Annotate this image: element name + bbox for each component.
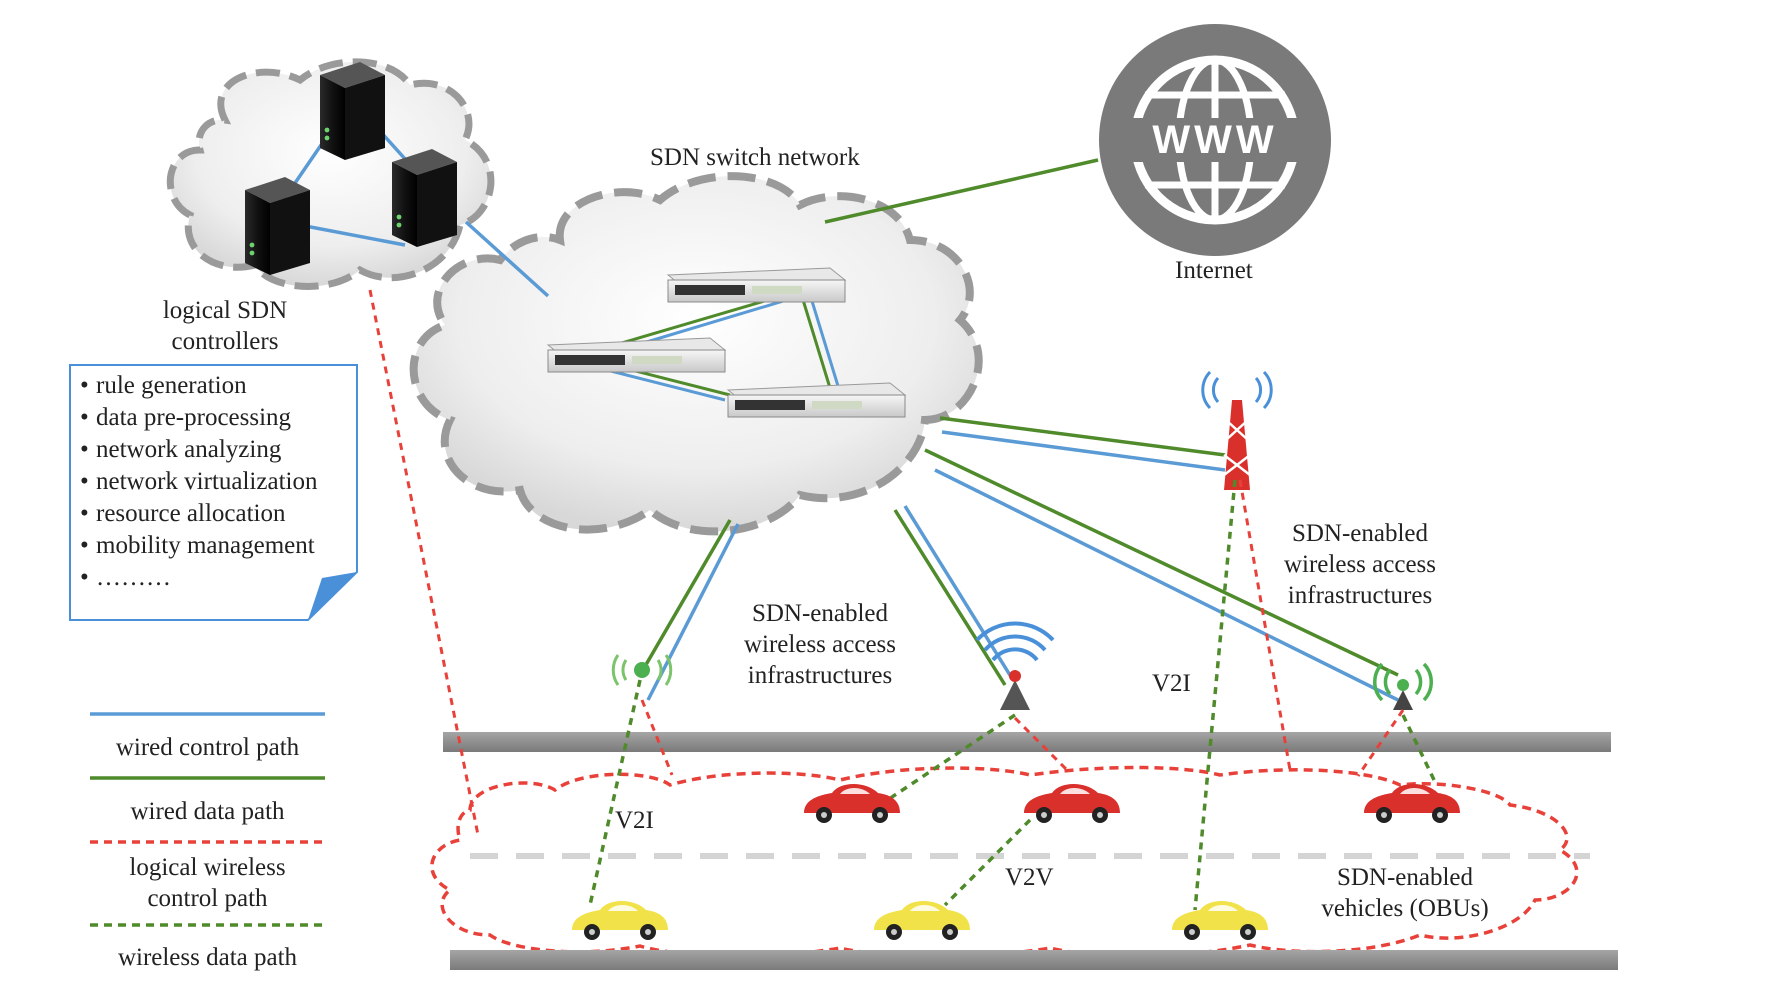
- wired-data-link: [893, 509, 1007, 686]
- function-item: network virtualization: [80, 466, 317, 498]
- server-icon: [320, 62, 385, 160]
- infra-center-line: wireless access: [743, 631, 896, 658]
- wireless-control-paths: [368, 289, 1405, 836]
- wired-data-link: [924, 448, 1399, 677]
- server-icon: [392, 149, 457, 247]
- car-icon: [804, 784, 900, 823]
- legend-label-wired-control: wired control path: [115, 734, 300, 761]
- legend-label-wireless-control: logical wireless control path: [90, 852, 325, 914]
- infra-right-line: wireless access: [1283, 551, 1436, 578]
- access-point-icon: [611, 654, 673, 686]
- vehicles-label-line: vehicles (OBUs): [1321, 895, 1489, 922]
- function-item: resource allocation: [80, 498, 317, 530]
- wired-control-link: [941, 430, 1226, 472]
- function-item: ………: [80, 562, 317, 594]
- wired-control-link: [806, 287, 840, 387]
- wired-control-link: [934, 468, 1399, 702]
- switch-icon: [726, 382, 907, 418]
- wired-data-link: [638, 519, 732, 676]
- infra-right-line: infrastructures: [1287, 582, 1433, 609]
- wired-data-link: [824, 158, 1099, 224]
- switch-icon: [546, 337, 727, 373]
- controller-functions-list: rule generation data pre-processing netw…: [80, 370, 317, 594]
- controllers-label-line: controllers: [171, 328, 279, 355]
- wired-control-link: [646, 523, 740, 701]
- cell-tower-icon: [1201, 370, 1273, 490]
- vehicles-label: SDN-enabled vehicles (OBUs): [1305, 862, 1505, 924]
- v2v-label: V2V: [1005, 864, 1054, 891]
- wired-data-link: [798, 289, 832, 389]
- infra-center-line: SDN-enabled: [751, 600, 889, 627]
- access-point-icon: [975, 621, 1055, 710]
- server-icon: [245, 177, 310, 275]
- wired-control-link: [299, 223, 406, 247]
- car-icon: [1172, 901, 1268, 940]
- road-top: [443, 732, 1611, 752]
- wireless-data-paths: [588, 479, 1437, 911]
- infra-center-line: infrastructures: [747, 662, 893, 689]
- car-icon: [572, 901, 668, 940]
- legend-label-line: control path: [147, 885, 268, 912]
- access-point-icon: [1373, 662, 1433, 710]
- switch-icon: [666, 267, 847, 303]
- legend-label-line: logical wireless: [129, 854, 286, 881]
- function-item: network analyzing: [80, 434, 317, 466]
- internet-label: Internet: [1175, 257, 1253, 284]
- road-bottom: [450, 950, 1618, 970]
- wired-control-link: [464, 220, 550, 298]
- car-icon: [874, 901, 970, 940]
- www-text: WWW: [1152, 118, 1277, 162]
- infra-right-label: SDN-enabled wireless access infrastructu…: [1260, 518, 1460, 611]
- v2i-left-label: V2I: [615, 807, 654, 834]
- legend-label-wired-data: wired data path: [130, 798, 285, 825]
- internet-globe-icon: WWW: [1099, 24, 1331, 256]
- controllers-label-line: logical SDN: [162, 297, 288, 324]
- car-icon: [1024, 784, 1120, 823]
- v2i-right-label: V2I: [1152, 670, 1191, 697]
- function-item: data pre-processing: [80, 402, 317, 434]
- infra-center-label: SDN-enabled wireless access infrastructu…: [720, 598, 920, 691]
- switch-network-label: SDN switch network: [650, 144, 860, 171]
- controllers-label: logical SDN controllers: [145, 295, 305, 357]
- infra-right-line: SDN-enabled: [1291, 520, 1429, 547]
- wired-control-link: [903, 505, 1015, 681]
- function-item: mobility management: [80, 530, 317, 562]
- function-item: rule generation: [80, 370, 317, 402]
- wired-data-link: [939, 416, 1226, 457]
- car-icon: [1364, 784, 1460, 823]
- vehicles-label-line: SDN-enabled: [1336, 864, 1474, 891]
- legend-label-wireless-data: wireless data path: [117, 944, 298, 971]
